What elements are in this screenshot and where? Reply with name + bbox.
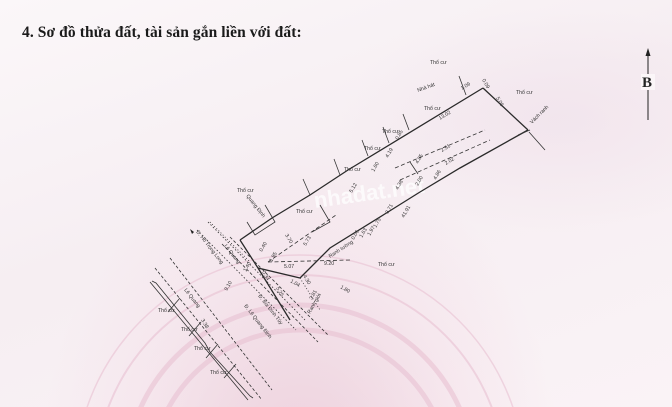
dim-label: 0.40 [259, 241, 269, 253]
road-lines [149, 221, 329, 401]
dim-label: 1.75 [373, 217, 383, 229]
road-direction-arrow-icon [190, 229, 194, 234]
road-label-quang-dinh: Quang Định [244, 194, 266, 220]
dim-label: 3.81 [309, 289, 319, 301]
label-nha-hat: Nhà hát [417, 82, 437, 94]
dim-label: 9.10 [224, 280, 234, 292]
dim-label: 4.86 [433, 169, 443, 181]
dim-label: 1.97 [367, 225, 377, 237]
dim-label: 4.85 [415, 153, 425, 165]
neighbor-label: Thổ cư [237, 187, 254, 194]
dim-label: 41.91 [401, 205, 413, 219]
dim-label: 3.38 [199, 318, 209, 330]
dim-label: 0.34 [260, 270, 270, 282]
neighbor-labels: Thổ cư Thổ cư Thổ cư Thổ cư Thổ cư Thổ c… [158, 59, 533, 376]
neighbor-label: Thổ cư [516, 89, 533, 96]
road-label-ho-trong-long: Đ. Hồ Trọng Long [194, 230, 224, 266]
dim-label: 4.19 [385, 147, 395, 159]
neighbor-label: Thổ cư [194, 345, 211, 352]
internal-dashed-lines [267, 129, 491, 263]
annotation-vach-ranh: Vách ranh [529, 104, 550, 125]
neighbor-label: Thổ cư [181, 326, 198, 333]
dim-label: 0.09 [480, 78, 490, 90]
neighbor-label: Thổ cư [210, 369, 227, 376]
dim-label: 5.07 [284, 264, 294, 270]
dim-label: 1.04 [289, 279, 301, 289]
dim-label: 0.85 [395, 129, 405, 141]
neighbor-label: Thổ cư [158, 307, 175, 314]
svg-text:B: B [642, 75, 652, 91]
neighbor-label: Thổ cư [430, 59, 447, 66]
dim-label: 2.00 [415, 175, 425, 187]
dim-label: 1.40 [243, 261, 253, 273]
section-title: 4. Sơ đồ thửa đất, tài sản gắn liền với … [22, 24, 302, 41]
neighbor-label: Thổ cư [382, 128, 399, 135]
dim-label: 3.71 [385, 203, 395, 215]
dim-label: 0.06 [351, 229, 361, 241]
dim-label: 2.02 [444, 156, 456, 166]
dim-label: 2.51 [440, 143, 452, 153]
inner-structure [246, 161, 419, 236]
dim-label: 1.60 [371, 161, 381, 173]
neighbor-label: Thổ cư [344, 166, 361, 173]
plot-boundary [239, 87, 529, 321]
annotations: Vách ranh Ranh tường Ranh giới [307, 104, 551, 315]
dim-label: 5.73 [303, 235, 313, 247]
neighbor-label: Thổ cư [296, 208, 313, 215]
dim-label: 5.05 [494, 96, 504, 108]
neighbor-ticks [167, 75, 546, 379]
neighbor-label: Thổ cư [364, 145, 381, 152]
dim-label: 1.80 [339, 285, 351, 295]
neighbor-label: Thổ cư [424, 105, 441, 112]
seal-arcs [86, 254, 514, 407]
dimension-labels: 0.09 1.09 5.05 13.02 0.85 4.19 4.85 2.51… [199, 78, 504, 330]
dim-label: 9.20 [324, 261, 334, 267]
dim-label: 5.12 [349, 182, 359, 194]
dotted-lines [209, 221, 321, 311]
north-arrow-icon: B [641, 48, 655, 120]
dim-label: 4.38 [395, 179, 405, 191]
dim-label: 1.09 [460, 81, 472, 91]
road-label-le-quang-upper: Lê Quang [222, 244, 241, 266]
annotation-ranh-tuong: Ranh tường [328, 239, 355, 259]
dim-label: 13.02 [438, 110, 452, 122]
dim-label: 3.70 [283, 233, 293, 245]
dim-label: 1.95 [269, 251, 279, 263]
neighbor-label: Thổ cư [378, 261, 395, 268]
dim-label: 5.25 [274, 286, 284, 298]
dim-label: 4.30 [301, 274, 311, 286]
dim-label: 1.63 [359, 227, 369, 239]
